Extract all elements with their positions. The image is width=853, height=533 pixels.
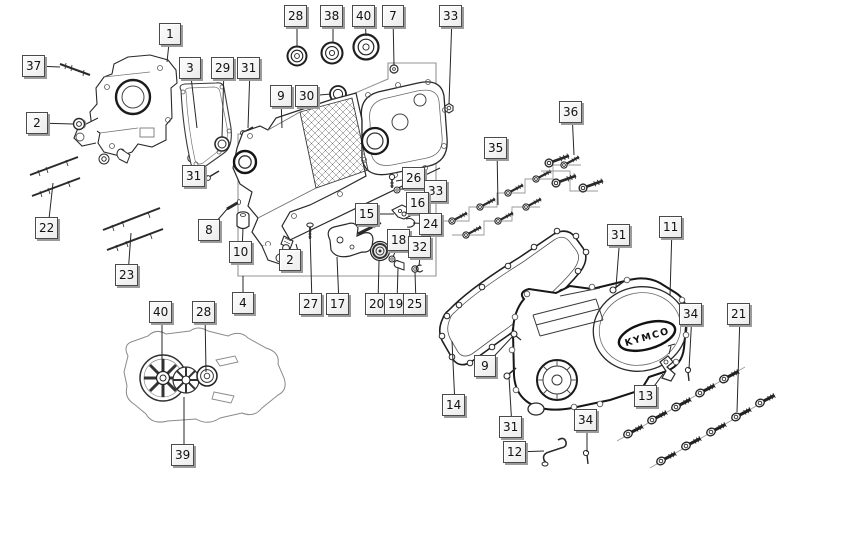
leader-line-27 <box>309 230 313 305</box>
callout-31[interactable]: 31 <box>182 165 206 187</box>
callout-40[interactable]: 40 <box>149 301 173 323</box>
bearing-28 <box>286 45 308 67</box>
callout-11[interactable]: 11 <box>659 216 683 238</box>
callout-31[interactable]: 31 <box>237 57 261 79</box>
callout-34[interactable]: 34 <box>679 303 703 325</box>
callout-18[interactable]: 18 <box>387 229 411 251</box>
pin-8 <box>226 199 241 211</box>
callout-30[interactable]: 30 <box>295 85 319 107</box>
callout-10[interactable]: 10 <box>229 241 253 263</box>
callout-16[interactable]: 16 <box>406 192 430 214</box>
callout-9[interactable]: 9 <box>474 355 496 377</box>
callout-31[interactable]: 31 <box>607 224 631 246</box>
bracket-13 <box>659 343 676 382</box>
dowel-pins <box>98 148 197 165</box>
callout-26[interactable]: 26 <box>402 167 426 189</box>
stud-37 <box>59 62 91 77</box>
bolt-group-36 <box>541 150 606 195</box>
callout-35[interactable]: 35 <box>484 137 508 159</box>
bolt-group-21 <box>616 366 778 469</box>
callout-24[interactable]: 24 <box>419 213 443 235</box>
callout-7[interactable]: 7 <box>382 5 404 27</box>
callout-23[interactable]: 23 <box>115 264 139 286</box>
screw-34-mid <box>582 449 590 465</box>
callout-22[interactable]: 22 <box>35 217 59 239</box>
callout-9[interactable]: 9 <box>270 85 292 107</box>
bolt-26 <box>388 173 396 188</box>
roller-19 <box>393 260 405 271</box>
callout-37[interactable]: 37 <box>22 55 46 77</box>
callout-17[interactable]: 17 <box>326 293 350 315</box>
callout-33[interactable]: 33 <box>424 180 448 202</box>
gasket-14 <box>438 227 590 367</box>
cvt-cover-11: KYMCO <box>508 276 690 416</box>
pump-assembly-17 <box>327 222 382 258</box>
oring-18 <box>388 255 396 263</box>
callout-38[interactable]: 38 <box>320 5 344 27</box>
callout-1[interactable]: 1 <box>159 23 181 45</box>
callout-29[interactable]: 29 <box>211 57 235 79</box>
callout-32[interactable]: 32 <box>408 236 432 258</box>
circlip-32 <box>415 264 424 273</box>
washer-33-mid <box>393 186 401 194</box>
callout-39[interactable]: 39 <box>171 444 195 466</box>
bolt-group-35 <box>437 153 582 241</box>
callout-40[interactable]: 40 <box>352 5 376 27</box>
callout-20[interactable]: 20 <box>365 293 389 315</box>
callout-21[interactable]: 21 <box>727 303 751 325</box>
callout-36[interactable]: 36 <box>559 101 583 123</box>
oil-seal-29 <box>214 136 230 152</box>
callout-31[interactable]: 31 <box>499 416 523 438</box>
leader-line-11 <box>669 226 673 297</box>
callout-4[interactable]: 4 <box>232 292 254 314</box>
bushing-2 <box>72 117 87 131</box>
callout-14[interactable]: 14 <box>442 394 466 416</box>
hole-7 <box>389 64 399 74</box>
callout-28[interactable]: 28 <box>284 5 308 27</box>
callout-8[interactable]: 8 <box>198 219 220 241</box>
callout-3[interactable]: 3 <box>179 57 201 79</box>
bolt-31-lower <box>503 367 517 380</box>
callout-27[interactable]: 27 <box>299 293 323 315</box>
bearing-38 <box>320 41 344 65</box>
callout-12[interactable]: 12 <box>503 441 527 463</box>
callout-33[interactable]: 33 <box>439 5 463 27</box>
studs-22 <box>29 156 81 198</box>
clip-12 <box>541 437 567 467</box>
callout-13[interactable]: 13 <box>634 385 658 407</box>
crankcase-half-drawing <box>73 54 178 157</box>
leader-line-33 <box>448 15 453 105</box>
leader-line-29 <box>221 67 225 138</box>
rotor-20 <box>369 240 391 262</box>
gear-train-39 <box>123 327 286 423</box>
callout-34[interactable]: 34 <box>574 409 598 431</box>
callout-2[interactable]: 2 <box>279 249 301 271</box>
crankcase-left-main-drawing <box>232 79 448 267</box>
callout-2[interactable]: 2 <box>26 112 48 134</box>
callout-28[interactable]: 28 <box>192 301 216 323</box>
callout-15[interactable]: 15 <box>355 203 379 225</box>
bearing-40 <box>352 33 380 61</box>
callout-25[interactable]: 25 <box>403 293 427 315</box>
bushing-10 <box>236 211 250 230</box>
screw-34-right <box>684 366 692 382</box>
leader-line-21 <box>736 313 741 413</box>
pin-9-lower <box>510 330 522 341</box>
studs-23 <box>102 207 164 252</box>
